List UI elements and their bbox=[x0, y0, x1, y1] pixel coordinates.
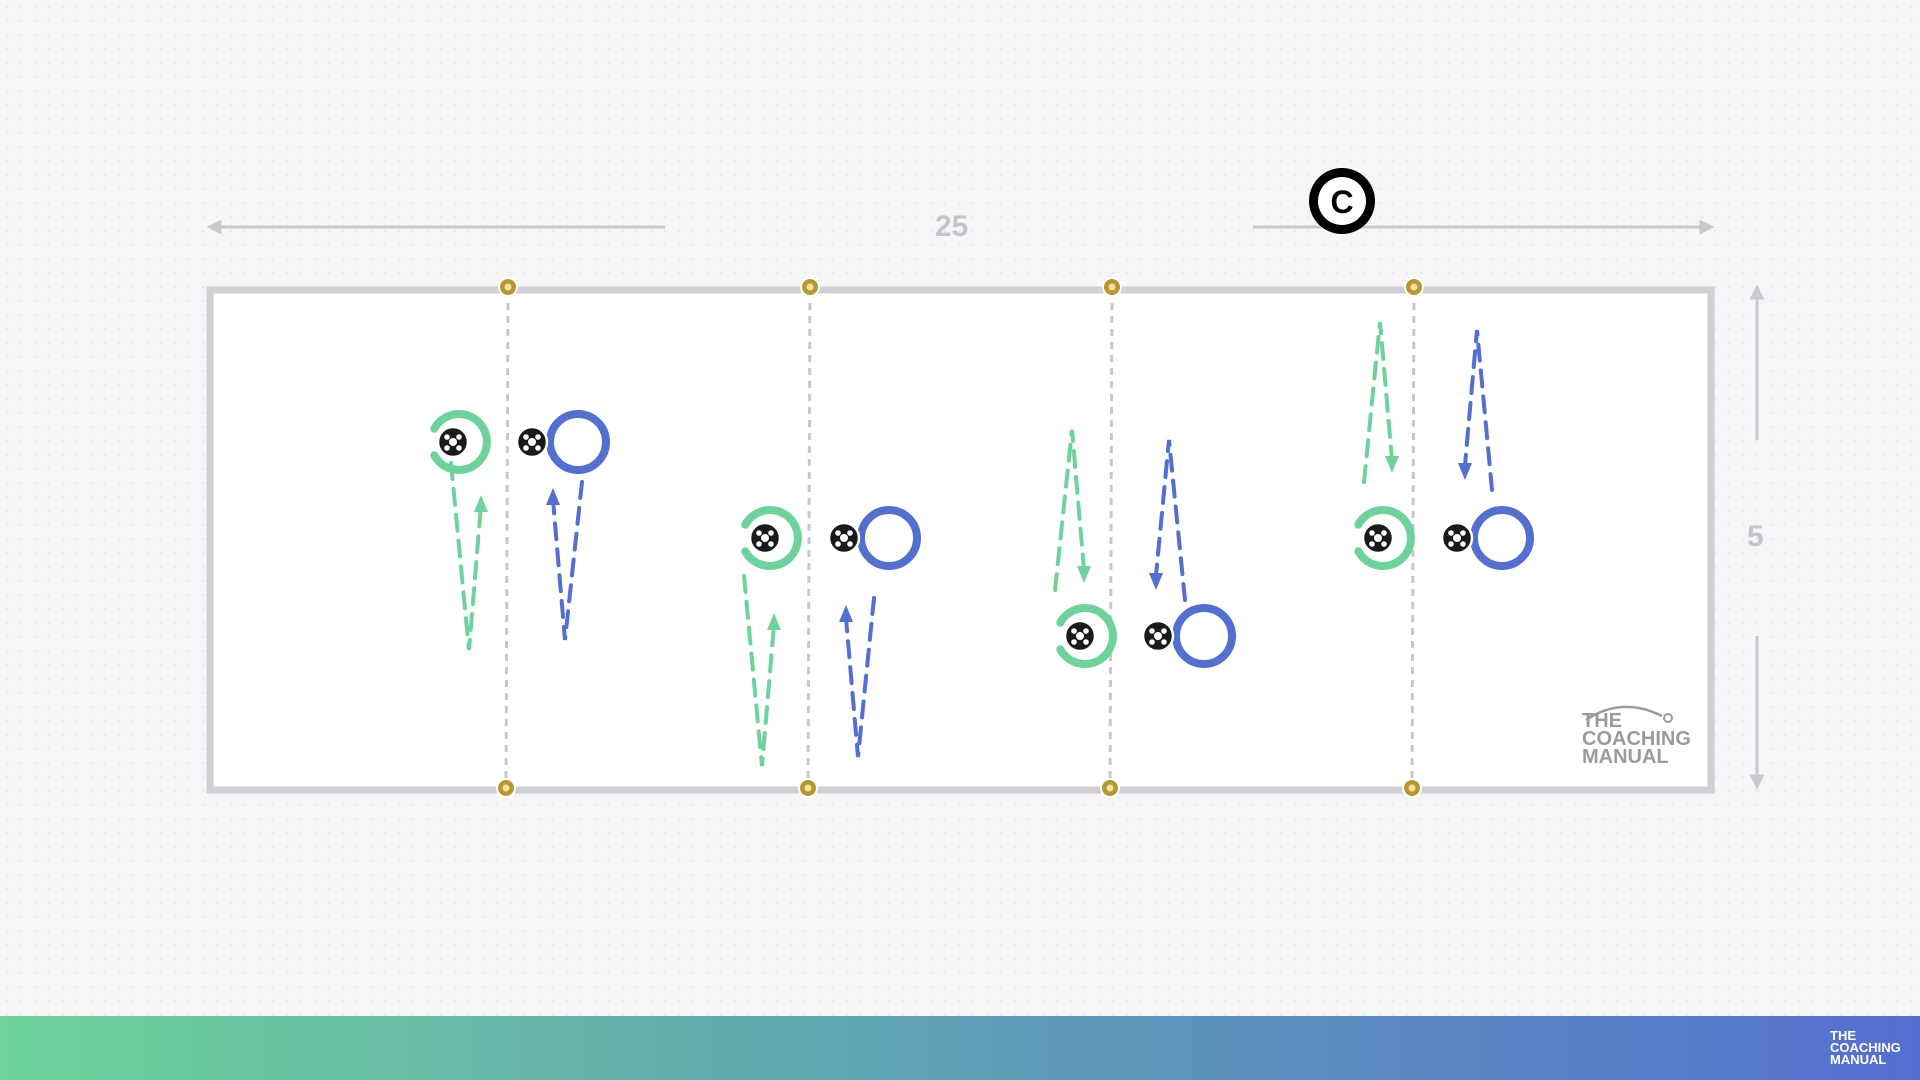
player-ring-icon bbox=[430, 410, 491, 474]
footer-logo: THE COACHING MANUAL bbox=[1830, 1028, 1910, 1067]
blue-run-arrow bbox=[1154, 439, 1187, 602]
width-dimension-label: 25 bbox=[935, 210, 969, 243]
cone-icon bbox=[1402, 778, 1422, 798]
divider-line bbox=[1108, 289, 1114, 791]
player-ring-icon bbox=[1470, 506, 1534, 570]
watermark-logo: THE COACHING MANUAL bbox=[1582, 705, 1702, 768]
blue-run-arrow bbox=[551, 480, 584, 641]
logo-arc-icon bbox=[1585, 705, 1673, 723]
ball-icon bbox=[436, 425, 470, 459]
arrowhead-icon bbox=[1458, 463, 1472, 480]
ball-icon bbox=[1440, 521, 1474, 555]
player-ring-icon bbox=[741, 506, 802, 570]
footer-logo-line: MANUAL bbox=[1830, 1052, 1887, 1067]
watermark-line: COACHING bbox=[1582, 728, 1691, 750]
arrowhead-icon bbox=[1149, 573, 1163, 590]
cone-icon bbox=[1102, 277, 1122, 297]
green-run-arrow bbox=[1053, 429, 1086, 592]
field bbox=[206, 286, 1715, 794]
cone-icon bbox=[800, 277, 820, 297]
arrowhead-icon bbox=[839, 605, 853, 622]
coach-marker: C bbox=[1309, 168, 1375, 234]
arrowhead-icon bbox=[1077, 566, 1091, 583]
player-ring-icon bbox=[857, 506, 921, 570]
cone-icon bbox=[798, 778, 818, 798]
cone-icon bbox=[1404, 277, 1424, 297]
divider-line bbox=[806, 289, 812, 791]
ball-icon bbox=[748, 521, 782, 555]
players bbox=[430, 410, 1534, 668]
arrowhead-icon bbox=[767, 613, 781, 630]
cone-icon bbox=[1100, 778, 1120, 798]
player-ring-icon bbox=[1354, 506, 1415, 570]
arrowhead-icon bbox=[474, 495, 488, 512]
green-run-arrow bbox=[742, 574, 776, 767]
arrowhead-icon bbox=[546, 488, 560, 505]
player-ring-icon bbox=[1056, 604, 1117, 668]
blue-run-arrow bbox=[1463, 329, 1494, 492]
cones bbox=[496, 277, 1424, 798]
coach-label: C bbox=[1330, 184, 1353, 220]
ball-icon bbox=[1141, 619, 1175, 653]
blue-run-arrow bbox=[844, 596, 876, 758]
player-runs bbox=[449, 321, 1494, 767]
ball-icon bbox=[1063, 619, 1097, 653]
footer-bar: THE COACHING MANUAL bbox=[0, 1016, 1920, 1080]
footer-logo-line: THE bbox=[1830, 1028, 1856, 1043]
player-ring-icon bbox=[546, 410, 610, 474]
watermark-line: MANUAL bbox=[1582, 746, 1669, 768]
arrowhead-icon bbox=[1385, 456, 1399, 473]
cone-icon bbox=[496, 778, 516, 798]
footer-logo-line: COACHING bbox=[1830, 1040, 1901, 1055]
height-dimension-label: 5 bbox=[1747, 520, 1764, 553]
green-run-arrow bbox=[1362, 321, 1394, 484]
cone-icon bbox=[498, 277, 518, 297]
green-run-arrow bbox=[449, 461, 483, 651]
ball-icon bbox=[1361, 521, 1395, 555]
ball-icon bbox=[515, 425, 549, 459]
player-ring-icon bbox=[1172, 604, 1236, 668]
grid-dividers bbox=[504, 289, 1416, 791]
divider-line bbox=[504, 289, 510, 791]
ball-icon bbox=[827, 521, 861, 555]
